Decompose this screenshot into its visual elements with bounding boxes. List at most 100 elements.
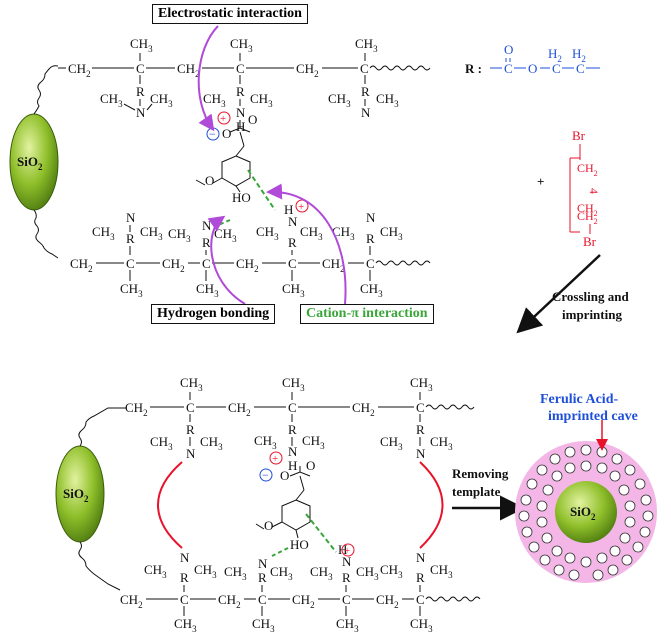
svg-text:N: N xyxy=(288,214,298,229)
svg-text:+: + xyxy=(298,201,304,213)
svg-text:CH3: CH3 xyxy=(203,91,226,109)
svg-text:CH3: CH3 xyxy=(430,434,453,452)
svg-text:CH3: CH3 xyxy=(168,226,191,244)
svg-text:CH3: CH3 xyxy=(150,91,173,109)
svg-text:CH3: CH3 xyxy=(328,91,351,109)
electrostatic-interaction-label: Electrostatic interaction xyxy=(152,4,308,24)
crosslink-right xyxy=(419,461,444,549)
svg-text:HO: HO xyxy=(232,190,251,205)
svg-text:CH3: CH3 xyxy=(214,226,237,244)
crossling-arrow xyxy=(516,254,601,334)
hbond-arrow xyxy=(207,215,246,305)
svg-text:+: + xyxy=(537,174,544,189)
svg-text:N: N xyxy=(366,210,376,225)
svg-text:CH3: CH3 xyxy=(180,375,203,393)
svg-text:Br: Br xyxy=(572,128,586,143)
svg-text:CH2: CH2 xyxy=(236,256,259,274)
svg-text:CH3: CH3 xyxy=(282,375,305,393)
svg-text:O: O xyxy=(222,126,231,141)
svg-text:CH3: CH3 xyxy=(380,224,403,242)
svg-text:N: N xyxy=(180,550,190,565)
svg-text:SiO2: SiO2 xyxy=(570,504,596,522)
svg-text:CH3: CH3 xyxy=(250,91,273,109)
svg-text:R: R xyxy=(361,84,370,99)
svg-text:CH2: CH2 xyxy=(376,592,399,610)
svg-text:+: + xyxy=(272,453,278,465)
svg-text:N: N xyxy=(416,446,426,461)
svg-text:N: N xyxy=(202,218,212,233)
svg-text:CH3: CH3 xyxy=(410,375,433,393)
svg-text:N: N xyxy=(288,444,298,459)
svg-text:Removing: Removing xyxy=(452,466,509,481)
cation-pi-arrow xyxy=(266,183,347,305)
svg-text:CH2: CH2 xyxy=(577,161,598,178)
svg-text:R: R xyxy=(126,231,135,246)
svg-text:R: R xyxy=(202,235,211,250)
svg-text:CH2: CH2 xyxy=(218,592,241,610)
svg-text:H: H xyxy=(288,458,297,473)
svg-text:CH3: CH3 xyxy=(100,91,123,109)
svg-text:N: N xyxy=(258,556,268,571)
svg-text:SiO2: SiO2 xyxy=(63,486,89,504)
svg-text:CH2: CH2 xyxy=(577,201,598,218)
svg-text:CH3: CH3 xyxy=(355,36,378,54)
svg-text:CH3: CH3 xyxy=(300,224,323,242)
svg-text:CH3: CH3 xyxy=(332,224,355,242)
lower-pendant-2: N R CH3 CH3 xyxy=(168,218,237,255)
bottom-scheme: SiO2 CH2 C CH2 C CH2 C CH3 CH3 CH3 R N C… xyxy=(55,375,657,634)
svg-text:CH2: CH2 xyxy=(68,61,91,79)
svg-text:CH2: CH2 xyxy=(125,400,148,418)
svg-text:R: R xyxy=(180,570,189,585)
svg-text:CH3: CH3 xyxy=(120,281,143,299)
linker-lower xyxy=(33,209,59,259)
svg-text:C: C xyxy=(366,256,375,271)
svg-text:C: C xyxy=(186,400,195,415)
svg-text:O: O xyxy=(280,468,289,483)
svg-text:CH3: CH3 xyxy=(356,564,379,582)
svg-text:CH2: CH2 xyxy=(292,592,315,610)
top-scheme: SiO2 CH2 C CH2 C CH2 C CH3 CH3 CH3 R N C… xyxy=(9,25,629,334)
svg-text:CH3: CH3 xyxy=(174,616,197,634)
svg-text:C: C xyxy=(180,592,189,607)
svg-text:H: H xyxy=(338,542,347,557)
svg-text:CH2: CH2 xyxy=(162,256,185,274)
svg-text:CH2: CH2 xyxy=(577,209,598,226)
svg-text:CH2: CH2 xyxy=(296,61,319,79)
svg-text:CH3: CH3 xyxy=(256,224,279,242)
svg-text:CH3: CH3 xyxy=(302,433,325,451)
svg-text:CH3: CH3 xyxy=(254,433,277,451)
svg-text:R: R xyxy=(288,422,297,437)
svg-text:CH3: CH3 xyxy=(150,434,173,452)
svg-text:CH3: CH3 xyxy=(200,434,223,452)
svg-text:C: C xyxy=(342,592,351,607)
svg-text:−: − xyxy=(209,127,216,141)
svg-text:CH3: CH3 xyxy=(144,562,167,580)
svg-text:+: + xyxy=(220,113,226,125)
svg-text:N: N xyxy=(361,105,371,120)
svg-text:R: R xyxy=(288,235,297,250)
svg-text:O: O xyxy=(205,173,214,188)
svg-text:CH3: CH3 xyxy=(230,36,253,54)
svg-text:O: O xyxy=(264,518,273,533)
svg-text:C: C xyxy=(552,61,561,76)
linker-upper xyxy=(33,65,59,115)
lower-pendant-4: N R CH3 CH3 xyxy=(332,210,403,255)
imprinted-caves xyxy=(518,444,654,581)
dibromohexane: Br CH2 CH2 4 CH2 Br xyxy=(569,128,601,249)
svg-text:O: O xyxy=(306,458,315,473)
svg-text:R: R xyxy=(366,231,375,246)
svg-text:H: H xyxy=(236,119,245,134)
svg-text:template: template xyxy=(452,484,501,499)
svg-text:CH2: CH2 xyxy=(120,592,143,610)
svg-text:N: N xyxy=(136,105,146,120)
svg-text:C: C xyxy=(504,61,513,76)
svg-text:CH3: CH3 xyxy=(410,616,433,634)
svg-text:4: 4 xyxy=(587,188,601,194)
svg-text:CH3: CH3 xyxy=(252,616,275,634)
svg-text:C: C xyxy=(236,61,245,76)
svg-text:CH3: CH3 xyxy=(140,224,163,242)
svg-text:N: N xyxy=(126,210,136,225)
svg-text:R :: R : xyxy=(465,61,482,76)
svg-text:R: R xyxy=(236,84,245,99)
svg-text:CH3: CH3 xyxy=(194,562,217,580)
